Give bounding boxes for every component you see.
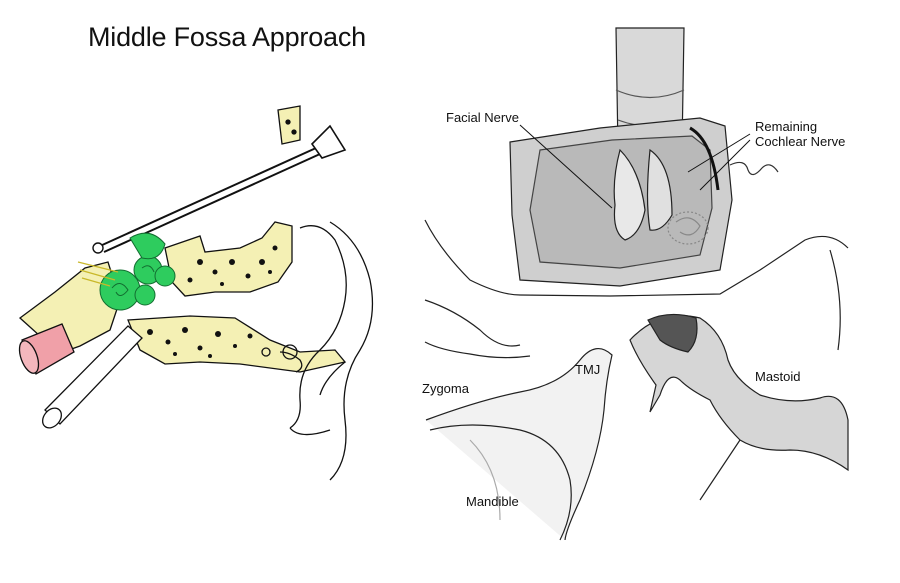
- bone-fragment: [277, 105, 301, 145]
- remaining-cochlear-nerve-label: Remaining Cochlear Nerve: [755, 119, 845, 149]
- zygoma-label: Zygoma: [422, 381, 469, 396]
- nerve-fibers: [77, 261, 119, 287]
- temporal-bone-upper: [164, 221, 293, 297]
- mastoid-region: [629, 315, 849, 472]
- remaining-cochlear-line2: Cochlear Nerve: [755, 134, 846, 149]
- nerve-bundle: [613, 148, 646, 241]
- probe-shaft: [99, 147, 317, 247]
- probe-tip: [92, 242, 104, 254]
- probe-handle: [310, 124, 347, 159]
- mastoid-label: Mastoid: [755, 369, 801, 384]
- right-diagram: [424, 27, 849, 541]
- page-title: Middle Fossa Approach: [88, 22, 366, 52]
- tmj-label: TMJ: [575, 362, 601, 377]
- left-diagram: [18, 105, 374, 481]
- temporal-bone-lower: [127, 315, 347, 373]
- bone-speckles: [147, 245, 278, 358]
- zygoma-tmj-region: [425, 348, 613, 541]
- mandible-label: Mandible: [466, 494, 519, 509]
- facial-nerve-label: Facial Nerve: [446, 110, 519, 125]
- remaining-cochlear-line1: Remaining: [755, 119, 818, 134]
- skull-base: [424, 219, 849, 297]
- skull-outline: [289, 225, 347, 429]
- inner-ear-cochlea: [99, 232, 176, 311]
